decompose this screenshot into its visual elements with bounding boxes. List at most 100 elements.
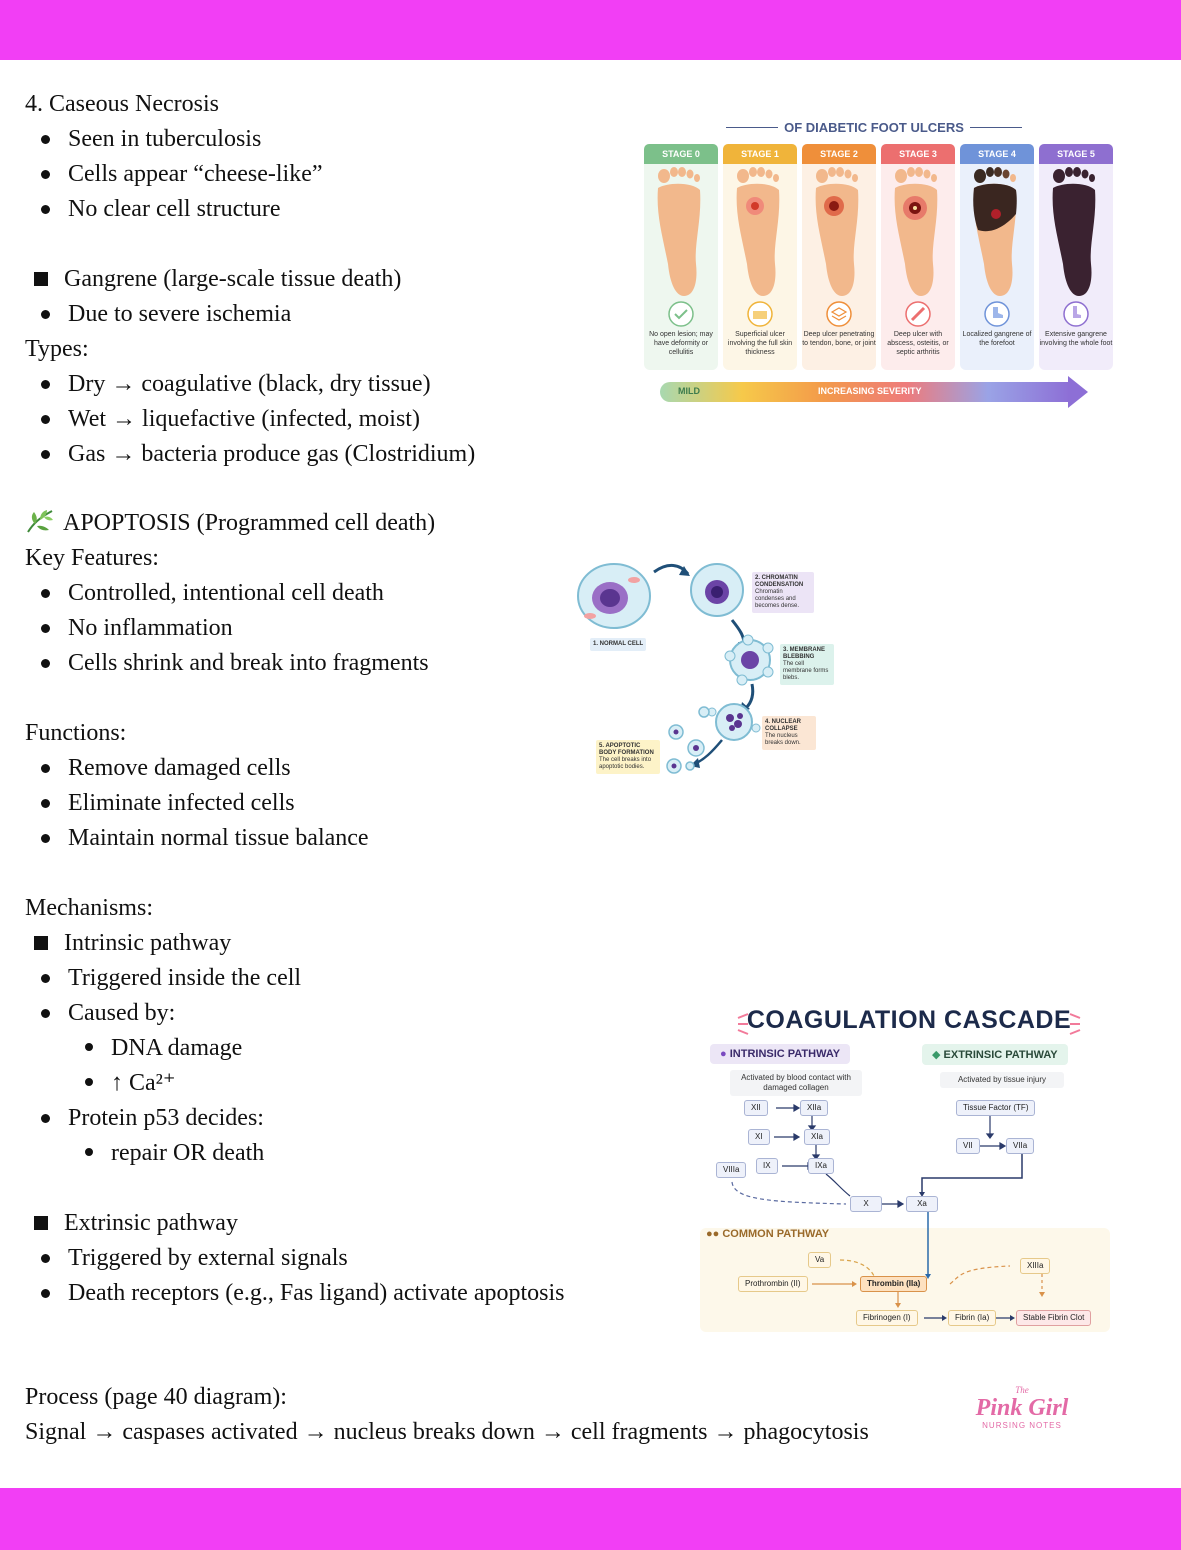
intrinsic-note: Activated by blood contact with damaged … [730,1070,862,1096]
factor-viia: VIIa [1006,1138,1035,1154]
stage-card: STAGE 1 Superficial ulcer involving the … [723,144,797,370]
stage-label: STAGE 0 [644,144,718,164]
top-banner [0,0,1181,60]
thrombin: Thrombin (IIa) [860,1276,928,1292]
stage-card: STAGE 4 Localized gangrene of the forefo… [960,144,1034,370]
factor-ixa: IXa [808,1158,835,1174]
square-bullet-icon [34,272,48,286]
severity-bar [660,382,1070,402]
stage-card: STAGE 3 Deep ulcer with abscess, osteiti… [881,144,955,370]
function-bullet: Remove damaged cells [41,755,291,781]
cause-subbullet: DNA damage [84,1035,243,1061]
arrow-right-icon [1068,376,1088,408]
coag-title: COAGULATION CASCADE [746,1006,1072,1034]
drop-icon: ● [720,1048,727,1060]
type-bullet: Dry → coagulative (black, dry tissue) [41,371,431,397]
square-bullet-icon [34,1216,48,1230]
gangrene-bullet: Due to severe ischemia [40,301,292,327]
leg-icon [1063,301,1089,327]
stable-fibrin-clot: Stable Fibrin Clot [1016,1310,1092,1326]
leaf-icon [27,510,53,533]
foot-icon [815,167,859,296]
factor-va: Va [808,1252,832,1268]
bone-icon [905,301,931,327]
feature-bullet: Controlled, intentional cell death [41,580,384,606]
foot-icon [973,167,1017,296]
function-bullet: Maintain normal tissue balance [41,825,369,851]
foot-icon [657,167,701,296]
stage-label: STAGE 5 [1039,144,1113,164]
bottom-banner [0,1488,1181,1550]
extrinsic-note: Activated by tissue injury [940,1072,1064,1088]
square-bullet-icon [34,936,48,950]
types-label: Types: [25,336,89,362]
intrinsic-bullet: Triggered inside the cell [40,965,302,991]
boot-icon [984,301,1010,327]
cause-subbullet: ↑ Ca²⁺ [85,1070,176,1096]
decision-subbullet: repair OR death [84,1140,265,1166]
factor-xiia: XIIa [800,1100,829,1116]
extrinsic-bullet: Triggered by external signals [41,1245,348,1271]
intrinsic-heading: Intrinsic pathway [34,928,231,958]
foot-icon [1052,167,1096,296]
factor-viiia: VIIIa [716,1162,747,1178]
severity-mild-label: MILD [678,386,700,396]
skin-layer-icon [747,301,773,327]
intrinsic-bullet: Protein p53 decides: [41,1105,264,1131]
stage-description: No open lesion; may have deformity or ce… [649,331,713,356]
factor-xia: XIa [804,1129,831,1145]
stage-label: STAGE 2 [802,144,876,164]
factor-x: X [850,1196,882,1212]
stage-label: STAGE 3 [881,144,955,164]
caseous-bullet: No clear cell structure [41,196,281,222]
mechanisms-label: Mechanisms: [25,895,153,921]
tissue-factor: Tissue Factor (TF) [956,1100,1036,1116]
apoptosis-stages-drawing [577,563,774,774]
stage-card: STAGE 2 Deep ulcer penetrating to tendon… [802,144,876,370]
common-pathway-label: ●● COMMON PATHWAY [706,1228,830,1240]
intrinsic-pathway-label: ● INTRINSIC PATHWAY [710,1044,851,1064]
figure-title: OF DIABETIC FOOT ULCERS [638,120,1110,135]
foot-icon [894,167,938,296]
functions-label: Functions: [25,720,127,746]
process-label: Process (page 40 diagram): [25,1384,287,1410]
factor-xiiia: XIIIa [1020,1258,1051,1274]
stage-description: Extensive gangrene involving the whole f… [1039,331,1113,347]
severity-label: INCREASING SEVERITY [818,386,922,396]
feature-bullet: No inflammation [41,615,233,641]
fibrin: Fibrin (Ia) [948,1310,997,1326]
apoptosis-figure: 1. NORMAL CELL 2. CHROMATIN CONDENSATION… [572,552,842,782]
type-bullet: Gas → bacteria produce gas (Clostridium) [40,441,476,467]
type-bullet: Wet → liquefactive (infected, moist) [41,406,420,432]
intrinsic-bullet: Caused by: [40,1000,176,1026]
stage-card: STAGE 0 No open lesion; may have deformi… [644,144,718,370]
stage-label: STAGE 4 [960,144,1034,164]
feature-bullet: Cells shrink and break into fragments [41,650,429,676]
caseous-heading: 4. Caseous Necrosis [25,91,219,117]
shield-icon: ◆ [932,1049,941,1061]
factor-xii: XII [744,1100,768,1116]
caseous-bullet: Seen in tuberculosis [40,126,262,152]
pink-girl-logo: The Pink Girl NURSING NOTES [975,1385,1069,1430]
factor-vii: VII [956,1138,980,1154]
gangrene-heading: Gangrene (large-scale tissue death) [34,264,401,294]
stage-description: Superficial ulcer involving the full ski… [727,331,793,356]
layers-icon [826,301,852,327]
factor-ix: IX [756,1158,778,1174]
coagulation-figure: COAGULATION CASCADE ● INTRINSIC PAT [700,1006,1110,1336]
caseous-bullet: Cells appear “cheese-like” [41,161,323,187]
extrinsic-heading: Extrinsic pathway [34,1208,238,1238]
stage-description: Deep ulcer penetrating to tendon, bone, … [802,331,876,347]
extrinsic-pathway-label: ◆ EXTRINSIC PATHWAY [922,1044,1068,1065]
foot-ulcer-figure: OF DIABETIC FOOT ULCERS STAGE 0 No open … [638,120,1113,420]
key-features-label: Key Features: [25,545,159,571]
prothrombin: Prothrombin (II) [738,1276,808,1292]
function-bullet: Eliminate infected cells [41,790,295,816]
check-icon [668,301,694,327]
stage-label: STAGE 1 [723,144,797,164]
factor-xa: Xa [906,1196,938,1212]
